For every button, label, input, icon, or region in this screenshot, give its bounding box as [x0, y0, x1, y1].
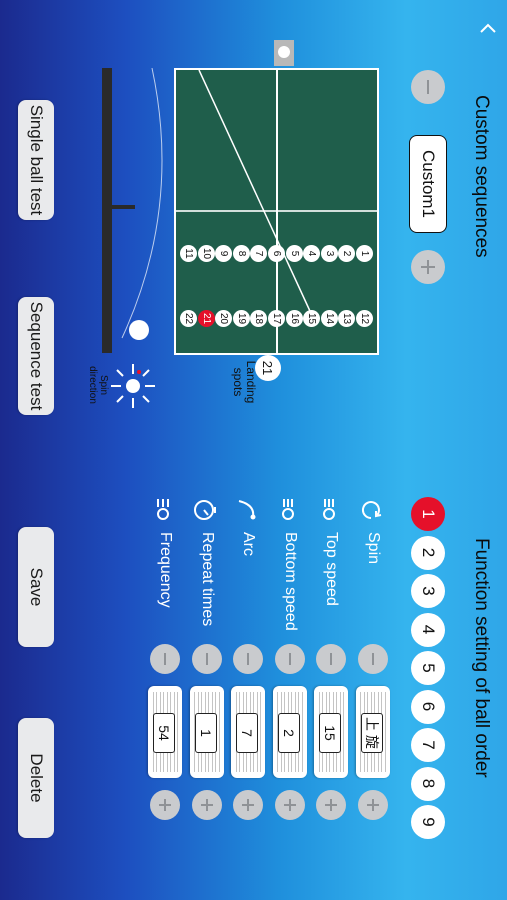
param-value: 2 — [278, 713, 300, 753]
ball-order-2[interactable]: 2 — [411, 535, 445, 570]
param-label: Top speed — [323, 532, 341, 606]
param-value: 15 — [319, 713, 342, 753]
decrement-button[interactable] — [192, 644, 222, 674]
plus-icon — [159, 799, 172, 811]
landing-spot[interactable]: 12 — [356, 310, 373, 327]
ball-order-3[interactable]: 3 — [411, 574, 445, 608]
minus-icon — [206, 653, 208, 665]
ball-order-5[interactable]: 5 — [411, 651, 445, 685]
chevron-up-icon[interactable] — [471, 18, 499, 40]
value-slider-card[interactable]: 上 旋 — [356, 686, 390, 778]
spin-direction-label: Spin direction — [87, 366, 109, 404]
landing-spot[interactable]: 6 — [268, 245, 285, 262]
increment-button[interactable] — [358, 790, 388, 820]
increment-button[interactable] — [192, 790, 222, 820]
ball-order-7[interactable]: 7 — [411, 728, 445, 762]
minus-icon — [427, 80, 429, 94]
next-sequence-button[interactable] — [411, 250, 445, 284]
custom-sequences-title: Custom sequences — [471, 95, 492, 258]
landing-spot[interactable]: 5 — [285, 245, 303, 262]
param-label: Spin — [365, 532, 382, 565]
trajectory-line — [198, 70, 316, 323]
plus-icon — [284, 799, 296, 811]
increment-button[interactable] — [150, 790, 181, 820]
spin-direction-control[interactable] — [109, 362, 157, 410]
timer-icon — [192, 497, 218, 523]
decrement-button[interactable] — [316, 644, 347, 674]
frequency-icon — [151, 497, 177, 523]
save-button[interactable]: Save — [18, 527, 54, 647]
minus-icon — [289, 653, 291, 665]
value-slider-card[interactable]: 1 — [190, 686, 224, 778]
prev-sequence-button[interactable] — [411, 70, 445, 104]
landing-spot[interactable]: 16 — [285, 310, 303, 327]
spin-direction-icon — [111, 364, 155, 408]
param-label: Bottom speed — [282, 532, 299, 631]
param-value: 54 — [153, 713, 176, 753]
landing-spot[interactable]: 17 — [268, 310, 285, 327]
arc-icon — [234, 497, 260, 523]
spin-bar[interactable] — [102, 68, 112, 353]
landing-spot[interactable]: 22 — [180, 310, 197, 327]
landing-spot[interactable]: 1 — [356, 245, 373, 262]
plus-icon — [201, 799, 213, 811]
landing-spot[interactable]: 21 — [197, 310, 215, 327]
value-slider-card[interactable]: 7 — [231, 686, 266, 778]
minus-icon — [164, 653, 167, 665]
param-label: Frequency — [157, 532, 175, 608]
param-label: Arc — [240, 532, 258, 556]
landing-spot[interactable]: 8 — [232, 245, 250, 262]
landing-spot[interactable]: 14 — [320, 310, 338, 327]
increment-button[interactable] — [275, 790, 305, 820]
minus-icon — [330, 653, 333, 665]
plus-icon — [325, 799, 338, 811]
plus-icon — [242, 799, 255, 811]
plus-icon — [367, 799, 379, 811]
param-value: 7 — [236, 713, 259, 753]
decrement-button[interactable] — [150, 644, 181, 674]
sequence-test-button[interactable]: Sequence test — [18, 297, 54, 415]
bottom-speed-icon — [275, 497, 301, 523]
landing-spot[interactable]: 10 — [197, 245, 215, 262]
decrement-button[interactable] — [275, 644, 305, 674]
value-slider-card[interactable]: 54 — [148, 686, 183, 778]
landing-spot[interactable]: 19 — [232, 310, 250, 327]
param-value: 1 — [195, 713, 217, 753]
landing-spots-label: Landing spots — [231, 360, 258, 404]
landing-spot[interactable]: 11 — [180, 245, 197, 262]
decrement-button[interactable] — [358, 644, 388, 674]
rotate-icon — [358, 497, 384, 523]
plus-icon — [421, 260, 435, 274]
value-slider-card[interactable]: 2 — [273, 686, 307, 778]
custom-name-field[interactable]: Custom1 — [409, 135, 447, 233]
ball-icon — [129, 320, 149, 340]
param-label: Repeat times — [199, 532, 216, 627]
increment-button[interactable] — [316, 790, 347, 820]
minus-icon — [372, 653, 374, 665]
ball-order-4[interactable]: 4 — [411, 612, 445, 647]
ball-machine-icon — [274, 40, 294, 66]
spin-arc — [121, 68, 163, 339]
value-slider-card[interactable]: 15 — [314, 686, 349, 778]
selected-spot-badge: 21 — [255, 355, 281, 381]
ball-order-6[interactable]: 6 — [411, 689, 445, 724]
param-value: 上 旋 — [361, 713, 383, 753]
delete-button[interactable]: Delete — [18, 718, 54, 838]
ball-order-1[interactable]: 1 — [411, 497, 445, 531]
function-setting-title: Function setting of ball order — [471, 538, 492, 778]
top-speed-icon — [317, 497, 343, 523]
minus-icon — [247, 653, 250, 665]
landing-spot[interactable]: 3 — [320, 245, 338, 262]
ball-order-8[interactable]: 8 — [411, 766, 445, 801]
decrement-button[interactable] — [233, 644, 264, 674]
ball-order-9[interactable]: 9 — [411, 805, 445, 839]
increment-button[interactable] — [233, 790, 264, 820]
single-ball-test-button[interactable]: Single ball test — [18, 100, 54, 220]
